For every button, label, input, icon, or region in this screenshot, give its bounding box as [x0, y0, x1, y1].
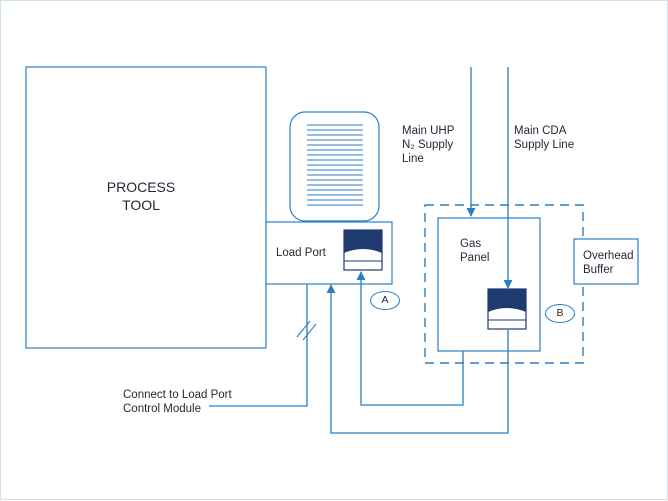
process-tool-label: PROCESS TOOL — [106, 179, 176, 213]
load-port-label: Load Port — [276, 247, 326, 259]
gas-enclosure-dashed — [424, 204, 584, 364]
pod-slots — [307, 124, 363, 206]
gas-panel-valve-icon — [487, 288, 527, 330]
control-module-label: Connect to Load Port Control Module — [123, 389, 232, 415]
n2-supply-label: Main UHP N₂ Supply Line — [402, 125, 455, 165]
load-port-valve-icon — [343, 229, 383, 271]
overhead-buffer-box — [573, 238, 639, 285]
load-port-badge: A — [370, 291, 400, 310]
gas-panel-label: Gas Panel — [460, 238, 490, 264]
overhead-buffer-label: Overhead Buffer — [583, 250, 634, 276]
valve-to-load-port-line — [326, 284, 509, 434]
process-tool-box — [25, 66, 267, 349]
cable-break-mark — [296, 320, 317, 341]
pod-carrier — [289, 111, 380, 222]
cda-supply-label: Main CDA Supply Line — [514, 125, 575, 151]
gas-panel-badge: B — [545, 304, 575, 323]
gas-to-load-port-line — [356, 271, 464, 406]
